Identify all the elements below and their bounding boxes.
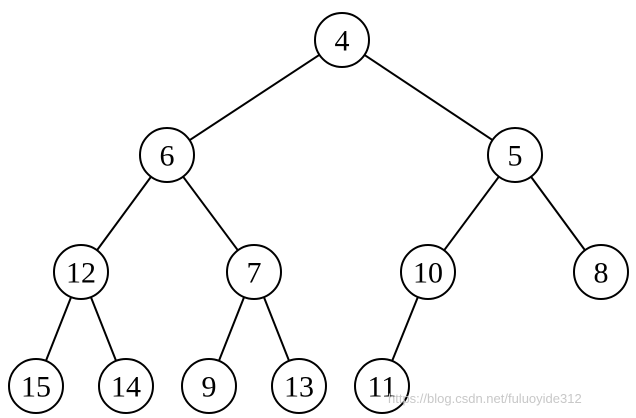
tree-edge	[96, 176, 152, 251]
node-circle	[314, 12, 370, 68]
node-circle	[271, 358, 327, 414]
tree-node: 11	[354, 358, 410, 414]
tree-node: 12	[53, 244, 109, 300]
tree-node: 9	[181, 358, 237, 414]
tree-node: 15	[8, 358, 64, 414]
node-circle	[8, 358, 64, 414]
tree-nodes: 4 6 5 12 7 10 8 15 14 9 13 11	[8, 12, 629, 414]
node-circle	[573, 244, 629, 300]
node-label: 9	[202, 371, 217, 404]
node-label: 15	[21, 371, 51, 404]
tree-edge	[217, 296, 246, 362]
node-circle	[98, 358, 154, 414]
node-label: 12	[66, 257, 96, 290]
node-circle	[226, 244, 282, 300]
node-circle	[139, 127, 195, 183]
tree-edge	[262, 296, 291, 362]
node-circle	[487, 127, 543, 183]
node-label: 5	[508, 140, 523, 173]
node-circle	[354, 358, 410, 414]
node-label: 7	[247, 257, 262, 290]
node-label: 4	[335, 25, 350, 58]
tree-edge	[391, 296, 419, 362]
tree-edge	[44, 296, 73, 362]
tree-edge	[443, 176, 500, 251]
node-circle	[53, 244, 109, 300]
tree-edge	[363, 54, 494, 141]
node-label: 6	[160, 140, 175, 173]
tree-node: 6	[139, 127, 195, 183]
tree-node: 5	[487, 127, 543, 183]
node-label: 14	[111, 371, 141, 404]
tree-node: 4	[314, 12, 370, 68]
tree-edges	[44, 53, 586, 362]
tree-node: 13	[271, 358, 327, 414]
node-label: 13	[284, 371, 314, 404]
tree-node: 7	[226, 244, 282, 300]
tree-edge	[182, 176, 239, 251]
node-label: 11	[368, 371, 397, 404]
node-label: 8	[594, 257, 609, 290]
tree-edge	[189, 53, 320, 142]
tree-edge	[89, 296, 118, 362]
node-label: 10	[413, 257, 443, 290]
tree-node: 10	[400, 244, 456, 300]
node-circle	[181, 358, 237, 414]
tree-node: 14	[98, 358, 154, 414]
node-circle	[400, 244, 456, 300]
watermark-text: https://blog.csdn.net/fuluoyide312	[388, 391, 582, 406]
tree-node: 8	[573, 244, 629, 300]
tree-edge	[530, 176, 586, 251]
